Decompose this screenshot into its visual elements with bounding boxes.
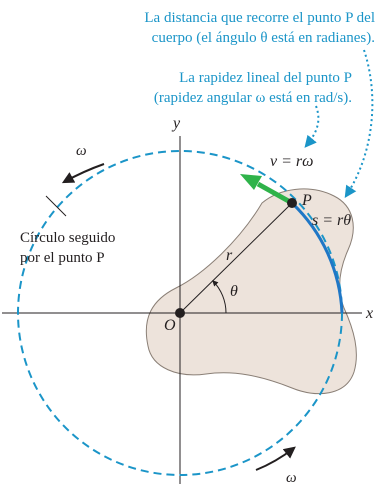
radius-line bbox=[179, 202, 293, 314]
radius-label: r bbox=[226, 247, 233, 264]
speed-annotation-line2: (rapidez angular ω está en rad/s). bbox=[154, 90, 352, 106]
y-axis-label: y bbox=[171, 115, 181, 132]
distance-annotation-line2: cuerpo (el ángulo θ está en radianes). bbox=[152, 30, 375, 46]
origin-label: O bbox=[164, 317, 176, 334]
speed-annotation-line1: La rapidez lineal del punto P bbox=[179, 70, 352, 86]
rigid-body bbox=[145, 188, 357, 395]
omega-arrow-bottom bbox=[255, 446, 296, 471]
omega-bottom-label: ω bbox=[286, 470, 297, 486]
circle-annotation-line2: por el punto P bbox=[20, 250, 105, 266]
angle-arc bbox=[212, 280, 227, 314]
velocity-arrowhead bbox=[240, 174, 262, 190]
circle-label-leader bbox=[45, 195, 67, 217]
origin-point bbox=[175, 308, 185, 318]
distance-pointer bbox=[344, 49, 374, 199]
x-axis-label: x bbox=[365, 305, 373, 322]
omega-top-label: ω bbox=[76, 143, 87, 159]
omega-arrow-top bbox=[61, 163, 105, 184]
point-p bbox=[287, 198, 297, 208]
circle-annotation-line1: Círculo seguido bbox=[20, 230, 115, 246]
distance-annotation-line1: La distancia que recorre el punto P del bbox=[144, 10, 375, 26]
velocity-vector bbox=[256, 181, 294, 206]
velocity-equation: v = rω bbox=[270, 153, 313, 170]
arc-length-equation: s = rθ bbox=[312, 212, 351, 229]
point-label: P bbox=[301, 192, 312, 209]
angle-label: θ bbox=[230, 283, 238, 300]
speed-pointer bbox=[304, 105, 320, 148]
arc-s bbox=[290, 201, 344, 314]
